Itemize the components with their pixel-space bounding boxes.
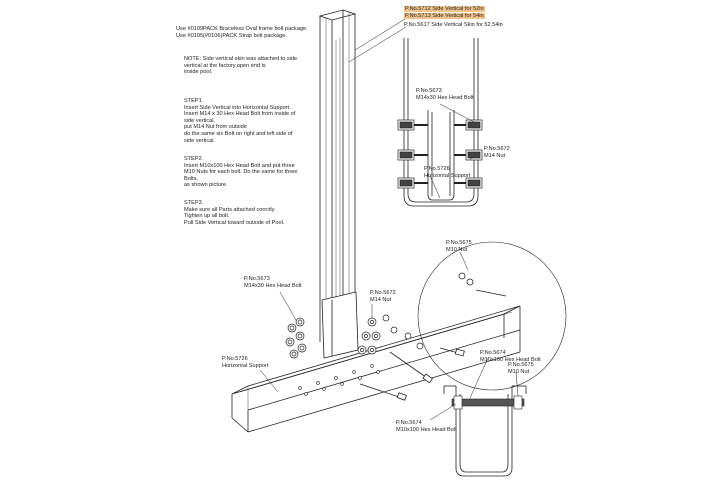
- step1-line: Insert M14 x 30 Hex Head Bolt from insid…: [184, 111, 296, 118]
- main-nut-pno: P.No.5672: [370, 290, 396, 296]
- leader-m14-bolt: [279, 291, 297, 321]
- m10-nut-mid-pno: P.No.5675: [508, 362, 534, 368]
- main-support-desc: Horizontal Support: [222, 362, 269, 369]
- long-bolt-mid-pno: P.No.5674: [480, 350, 506, 356]
- label-long-bolt-bottom: P.No.5674 M10x100 Hex Head Bolt: [396, 420, 457, 433]
- step1-line: put M14 Nut from outside: [184, 124, 247, 131]
- label-main-bolt: P.No.5673 M14x30 Hex Head Bolt: [244, 276, 302, 289]
- label-inset-nut: P.No.5672 M14 Nut: [484, 146, 510, 159]
- step3-block: STEP3. Make sure all Parts attached corr…: [184, 200, 284, 226]
- inset-nut-desc: M14 Nut: [484, 152, 506, 159]
- step1-line: STEP1.: [184, 98, 204, 104]
- label-inset-bolt: P.No.5673 M14x30 Hex Head Bolt: [416, 88, 474, 101]
- main-bolt-desc: M14x30 Hex Head Bolt: [244, 282, 302, 289]
- step3-line: Tighten up all bolt.: [184, 213, 230, 220]
- note-line: inside pool.: [184, 69, 213, 76]
- leader-side-vertical: [354, 18, 406, 51]
- label-side-vertical-54: P.No.5713 Side Vertical for 54in: [404, 13, 485, 20]
- exploded-m14-nuts: [357, 314, 424, 355]
- label-long-bolt-mid: P.No.5674 M10x100 Hex Head Bolt: [480, 350, 541, 363]
- inset-support-desc: Horizontal Support: [424, 172, 471, 179]
- leader-side-skin: [348, 26, 407, 63]
- step3-line: Make sure all Parts attached corrctly.: [184, 206, 276, 213]
- main-support-pno: P.No.5726: [222, 356, 248, 362]
- step1-line: Insert Side Vertical into Horizontal Sup…: [184, 104, 291, 111]
- step3-line: Pull Side Vertical toward outside of Poo…: [184, 219, 285, 226]
- label-side-vertical-52: P.No.5712 Side Vertical for 52in: [404, 6, 485, 13]
- label-m10-nut-top: P.No.5675 M10 Nut: [446, 240, 472, 253]
- long-bolt-bottom-desc: M10x100 Hex Head Bolt: [396, 426, 457, 433]
- long-bolt-bottom-pno: P.No.5674: [396, 420, 422, 426]
- inset-bottom-leaders: [429, 357, 519, 421]
- label-m10-nut-mid: P.No.5675 M10 Nut: [508, 362, 534, 375]
- step1-line: side vertical,: [184, 117, 216, 124]
- leader-horizontal-support: [259, 369, 279, 393]
- detail-circle: [417, 241, 567, 391]
- label-main-support: P.No.5726 Horizontal Support: [222, 356, 268, 369]
- label-side-skin: P.No.5617 Side Vertical Skin for 52,54in: [404, 22, 503, 28]
- step1-line: do the same six Bolt on right and left s…: [184, 130, 293, 137]
- inset-nut-pno: P.No.5672: [484, 146, 510, 152]
- step2-line: STEP2.: [184, 156, 204, 162]
- pack-line: Use #0105(#0106)PACK Strap bolt package.: [176, 32, 287, 39]
- step2-line: Bolts,: [184, 175, 198, 182]
- side-vertical-52-text: P.No.5712 Side Vertical for 52in: [404, 6, 485, 12]
- exploded-m14-bolts: [285, 317, 307, 359]
- inset-bolt-desc: M14x30 Hex Head Bolt: [416, 94, 474, 101]
- step1-block: STEP1. Insert Side Vertical into Horizon…: [184, 98, 295, 144]
- pack-line: Use #0109PACK Braceless Oval frame bolt …: [176, 26, 308, 32]
- side-vertical-54-text: P.No.5713 Side Vertical for 54in: [404, 13, 485, 19]
- long-bolt-mid-desc: M10x100 Hex Head Bolt: [480, 356, 541, 363]
- long-bolts: [359, 272, 507, 401]
- note-block: NOTE: Side vertical skin was attached to…: [184, 56, 297, 76]
- step2-line: M10 Nuts for each bolt. Do the same for …: [184, 169, 298, 176]
- inset-leaders: [429, 103, 477, 199]
- inset-bolt-pno: P.No.5673: [416, 88, 442, 94]
- label-main-nut: P.No.5672 M14 Nut: [370, 290, 396, 303]
- step2-line: Insert M10x100 Hex Head Bolt and put thr…: [184, 162, 295, 169]
- inset-bolts-right: [454, 119, 483, 189]
- main-nut-desc: M14 Nut: [370, 296, 392, 303]
- main-bolt-pno: P.No.5673: [244, 276, 270, 282]
- step2-block: STEP2. Insert M10x100 Hex Head Bolt and …: [184, 156, 297, 189]
- m10-nut-top-desc: M10 Nut: [446, 246, 468, 253]
- inset-u-bracket: [403, 38, 479, 207]
- step3-line: STEP3.: [184, 200, 204, 206]
- step1-line: side vertical.: [184, 137, 216, 144]
- step2-line: as shown picture.: [184, 182, 228, 189]
- leader-m10-nut-top: [459, 251, 469, 271]
- note-line: vertical at the factory,open end is: [184, 62, 266, 69]
- inset-support-pno: P.No.5726: [424, 166, 450, 172]
- horizontal-support: [231, 305, 521, 433]
- side-vertical-post: [318, 9, 359, 359]
- note-line: NOTE: Side vertical skin was attached to…: [184, 56, 298, 62]
- inset-bolts-left: [397, 119, 428, 189]
- label-inset-support: P.No.5726 Horizontal Support: [424, 166, 470, 179]
- inset-bottom-bracket: [443, 385, 527, 477]
- m10-nut-top-pno: P.No.5675: [446, 240, 472, 246]
- pack-instructions: Use #0109PACK Braceless Oval frame bolt …: [176, 26, 308, 39]
- m10-nut-mid-desc: M10 Nut: [508, 368, 530, 375]
